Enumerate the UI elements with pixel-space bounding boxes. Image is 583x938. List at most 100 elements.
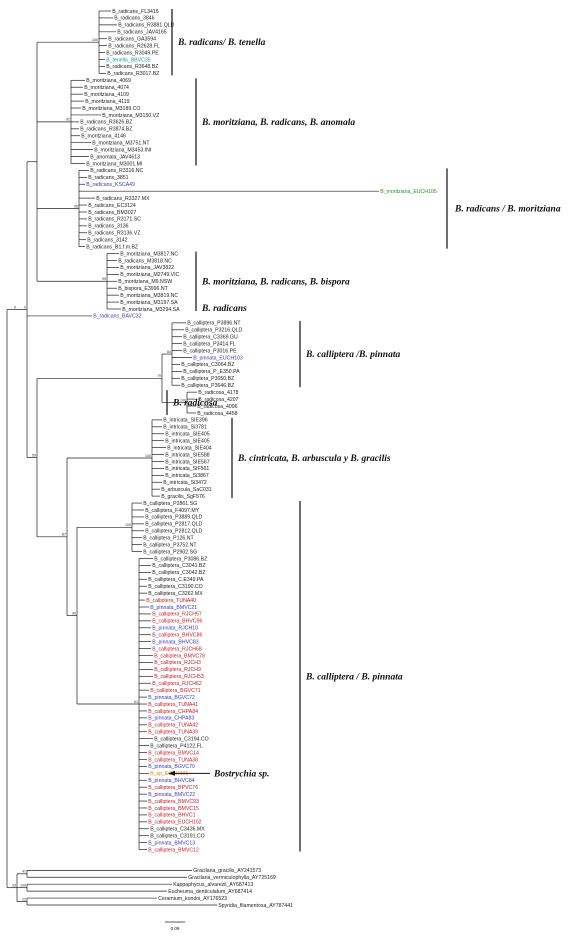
support-value: 47 bbox=[22, 870, 26, 874]
tip-label: B_radicans_3851 bbox=[88, 175, 128, 181]
tip-label: B_calliptera_P3216.QLD bbox=[185, 328, 242, 334]
tip-label: B_intricata_SIE405 bbox=[165, 432, 210, 438]
tree-branches bbox=[6, 10, 379, 906]
tip-label: B_intricata_Si3867 bbox=[165, 473, 209, 479]
support-value: 87 bbox=[62, 533, 66, 537]
tip-label: B_tenella_BBVC35 bbox=[106, 57, 151, 63]
tip-label: B_pinnata_BHVC83 bbox=[152, 639, 199, 645]
tip-label: B_radicans_3846 bbox=[114, 16, 154, 22]
clade-label: B. radicans/ B. tenella bbox=[177, 38, 266, 48]
tip-label: B_pinnata_EUCH103 bbox=[193, 355, 243, 361]
support-value: 0 bbox=[14, 305, 16, 309]
tip-label: B_arbuscula_SaC031 bbox=[161, 487, 212, 493]
tip-label: B_calliptera_CHPA84 bbox=[148, 709, 198, 715]
tip-label: B_moritziana_4074 bbox=[84, 85, 129, 91]
tip-label: B_intricata_SIE567 bbox=[165, 459, 210, 465]
tip-label: B_moritziana_M9.NSW bbox=[118, 279, 172, 285]
tip-label: B_calliptera_BPVC76 bbox=[148, 785, 198, 791]
tip-label: B_radicans_R3881.QLD bbox=[118, 23, 174, 29]
tip-label: B_intricata_SIF561 bbox=[165, 466, 209, 472]
tip-label: B_radicans_R2628.FL bbox=[108, 43, 160, 49]
tip-label: B_moritziana_M2749.VIC bbox=[120, 272, 179, 278]
tip-label: B_calliptera_RJCH62 bbox=[152, 681, 202, 687]
tip-label: B_calliptera_TUNA40 bbox=[146, 598, 196, 604]
tip-label: B_calliptera_P2861.SG bbox=[143, 501, 197, 507]
tip-label: B_radicans_R3049.PE bbox=[106, 50, 159, 56]
tip-label: B_calliptera_BMVC14 bbox=[148, 750, 199, 756]
tip-label: Gracilaria_gracilis_AY241573 bbox=[193, 868, 261, 874]
tip-label: B_calliptera_C3042.BZ bbox=[152, 570, 205, 576]
annotation-label: Bostrychia sp. bbox=[213, 769, 269, 779]
tip-label: B_radicans_R3874.BZ bbox=[80, 127, 132, 133]
tip-label: B_radicans_BM3027 bbox=[88, 210, 136, 216]
tip-label: B_calliptera_RJCH9 bbox=[154, 667, 201, 673]
support-value: 92 bbox=[66, 118, 70, 122]
tip-label: B_radicans_JAV4165 bbox=[117, 30, 167, 36]
support-value: 100 bbox=[180, 398, 186, 402]
tip-label: Spyridia_filamentosa_AY787441 bbox=[218, 903, 293, 909]
tip-label: B_calliptera_TUNA38 bbox=[148, 757, 198, 763]
tip-label: B_calliptera_BMVC93 bbox=[148, 799, 199, 805]
tip-labels: B_radicans_FL3416B_radicans_3846B_radica… bbox=[80, 9, 437, 909]
tip-label: B_radicans_R3017.BZ bbox=[107, 71, 159, 77]
tip-label: B_radicans_GA3594 bbox=[108, 37, 156, 43]
support-value: 33 bbox=[12, 883, 16, 887]
tip-label: B_calliptera_P3896.NT bbox=[187, 321, 241, 327]
tip-label: B_calliptera_BMVC78 bbox=[154, 653, 205, 659]
tip-label: B_radicosa_4096 bbox=[197, 404, 237, 410]
annotation: Bostrychia sp. bbox=[168, 769, 269, 779]
tip-label: B_sp_EUCH101 bbox=[150, 771, 188, 777]
tip-label: B_calliptera_P2902.SG bbox=[143, 549, 197, 555]
clade-label: B. radicans bbox=[201, 304, 247, 314]
tip-label: B_moritziana_M3197.SA bbox=[120, 300, 178, 306]
tip-label: B_radicans_R3648.BZ bbox=[106, 64, 158, 70]
tip-label: B_calliptera_RJCH57 bbox=[152, 612, 202, 618]
tip-label: B_calliptera_C3369.GU bbox=[183, 335, 238, 341]
tip-label: B_gracilis_SgF576 bbox=[161, 494, 205, 500]
tip-label: B_calliptera_EUCH102 bbox=[148, 820, 201, 826]
tip-label: B_calliptera_RJCH68 bbox=[152, 646, 202, 652]
clade-label: B. radicans / B. moritziana bbox=[454, 205, 561, 215]
support-value: 100 bbox=[92, 38, 98, 42]
support-value: 84 bbox=[167, 350, 171, 354]
clade-label: B. calliptera / B. pinnata bbox=[305, 672, 403, 682]
tip-label: B_radicosa_4207 bbox=[198, 397, 238, 403]
tip-label: B_intricata_Si3781 bbox=[163, 425, 207, 431]
tip-label: B_calliptera_C3190.CO bbox=[148, 584, 203, 590]
scale-bar-label: 0.09 bbox=[171, 926, 180, 931]
tip-label: B_calliptera_P126.NT bbox=[143, 535, 194, 541]
tip-label: B_calliptera_BHVC96 bbox=[152, 619, 202, 625]
tip-label: B_pinnata_BMVC13 bbox=[148, 840, 195, 846]
support-value: 95 bbox=[74, 204, 78, 208]
tip-label: B_radicosa_4458 bbox=[197, 411, 237, 417]
tip-label: B_calliptera_P3050.BZ bbox=[181, 376, 234, 382]
support-value: 100 bbox=[145, 454, 151, 458]
tip-label: Eucheuma_denticulatum_AY687414 bbox=[168, 889, 252, 895]
tip-label: B_calliptera_P3889.QLD bbox=[145, 515, 202, 521]
tip-label: B_radicans_3136 bbox=[88, 224, 128, 230]
tip-label: B_pinnata_BGVC72 bbox=[148, 695, 195, 701]
tip-label: B_calliptera_TUNA39 bbox=[148, 730, 198, 736]
tip-label: B_moritziana_4146 bbox=[81, 134, 126, 140]
tip-label: B_calliptera_P3752.NT bbox=[143, 542, 197, 548]
tip-label: B_intricata_Si3472 bbox=[163, 480, 207, 486]
tip-label: B_moritziana_M3150.VZ bbox=[102, 113, 159, 119]
tip-label: B_moritziana_M3294.SA bbox=[122, 307, 180, 313]
tip-label: B_calliptera_P2812.QLD bbox=[145, 529, 202, 535]
tip-label: B_calliptera_F4097.MY bbox=[145, 508, 199, 514]
tip-label: B_pinnata_BGVC70 bbox=[148, 764, 195, 770]
tip-label: B_calliptera_BHVC1 bbox=[148, 813, 195, 819]
scale-bar: 0.09 bbox=[165, 921, 185, 931]
tip-label: B_radicosa_4178 bbox=[198, 390, 238, 396]
tip-label: B_calliptera_TUNA42 bbox=[148, 723, 198, 729]
tip-label: B_calliptera_C3436.MX bbox=[150, 827, 205, 833]
tip-label: B_calliptera_P3414.FL bbox=[183, 341, 236, 347]
tip-label: Gracilaria_vermiculophylla_AY725169 bbox=[188, 875, 276, 881]
support-value: 61 bbox=[134, 700, 138, 704]
tip-label: B_intricata_SIE405 bbox=[165, 438, 210, 444]
tip-label: B_calliptera_C3262.MX bbox=[148, 591, 203, 597]
tip-label: B_moritziana_M3817.NC bbox=[120, 251, 178, 257]
tip-label: B_calliptera_BHVC86 bbox=[152, 633, 202, 639]
